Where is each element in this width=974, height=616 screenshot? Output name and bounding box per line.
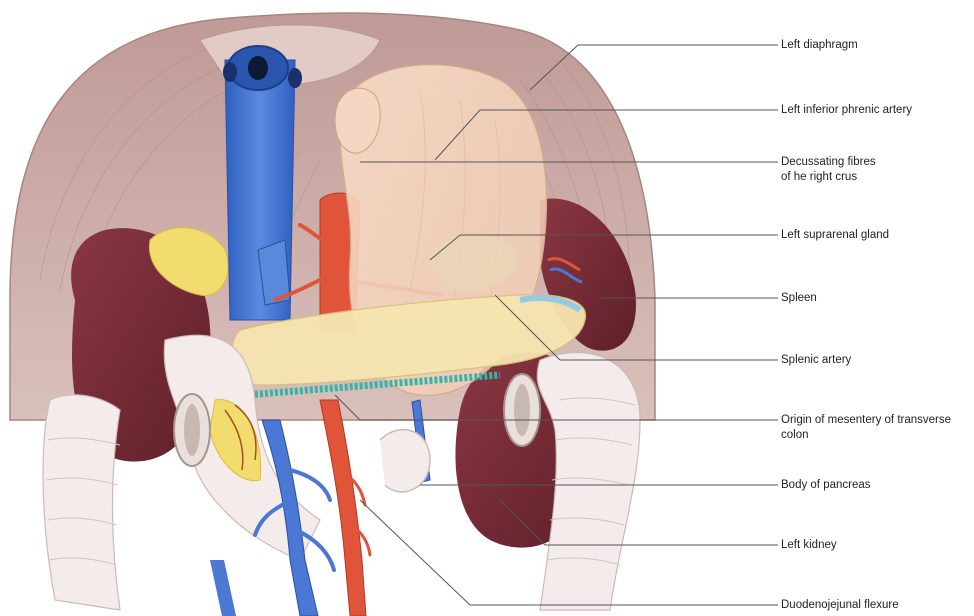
label-splenic-artery: Splenic artery: [781, 353, 851, 368]
label-mesentery-line2: colon: [781, 428, 951, 443]
label-left-diaphragm: Left diaphragm: [781, 38, 858, 53]
duodenojejunal-loop: [380, 430, 430, 492]
label-body-of-pancreas: Body of pancreas: [781, 478, 871, 493]
label-left-kidney: Left kidney: [781, 538, 837, 553]
label-duodenojejunal-flexure: Duodenojejunal flexure: [781, 598, 899, 613]
label-left-inferior-phrenic-artery: Left inferior phrenic artery: [781, 103, 912, 118]
label-decussating-fibres-line1: Decussating fibres: [781, 155, 876, 170]
label-left-suprarenal-gland: Left suprarenal gland: [781, 228, 889, 243]
label-origin-of-mesentery: Origin of mesentery of transverse colon: [781, 413, 951, 443]
superior-mesenteric-artery: [320, 400, 366, 616]
label-spleen: Spleen: [781, 291, 817, 306]
label-decussating-fibres: Decussating fibres of he right crus: [781, 155, 876, 185]
ascending-colon: [43, 395, 120, 610]
label-mesentery-line1: Origin of mesentery of transverse: [781, 413, 951, 428]
label-decussating-fibres-line2: of he right crus: [781, 170, 876, 185]
lower-vein: [210, 560, 236, 616]
